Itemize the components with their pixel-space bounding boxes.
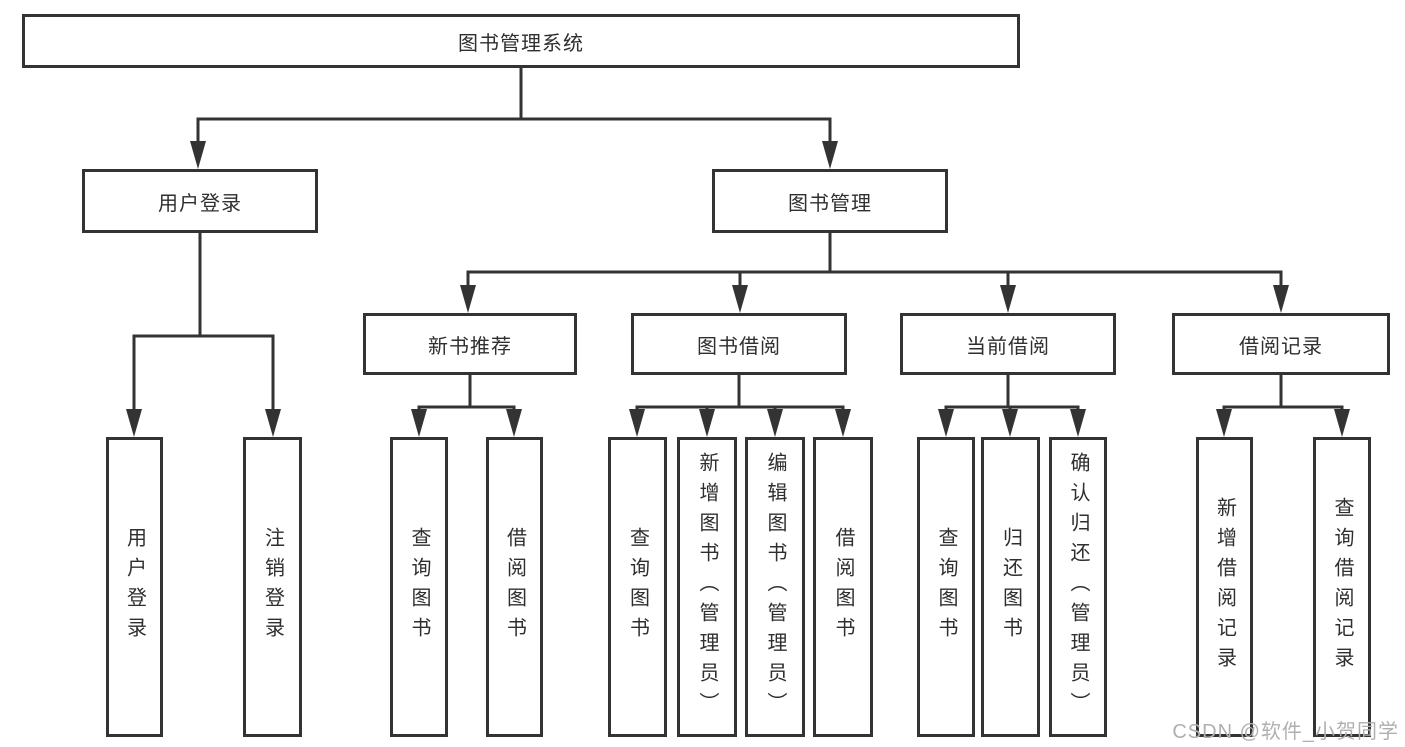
leaf-add-borrow-record: 新增借阅记录 [1196, 437, 1253, 737]
leaf-user-login: 用户登录 [106, 437, 163, 737]
leaf-edit-books-admin: 编辑图书（管理员） [745, 437, 805, 737]
leaf-add-books-admin: 新增图书（管理员） [677, 437, 737, 737]
leaf-borrow-books-borrowing: 借阅图书 [813, 437, 873, 737]
leaf-query-borrow-record: 查询借阅记录 [1313, 437, 1371, 737]
leaf-query-books-current: 查询图书 [917, 437, 975, 737]
node-new-book-recommendation: 新书推荐 [363, 313, 577, 375]
leaf-query-books-borrowing: 查询图书 [608, 437, 667, 737]
node-library-management-system: 图书管理系统 [22, 14, 1020, 68]
leaf-return-books: 归还图书 [981, 437, 1040, 737]
leaf-query-books-recommend: 查询图书 [390, 437, 448, 737]
node-book-management: 图书管理 [712, 169, 948, 233]
leaf-borrow-books-recommend: 借阅图书 [486, 437, 543, 737]
leaf-confirm-return-admin: 确认归还（管理员） [1049, 437, 1107, 737]
watermark: CSDN @软件_小贺同学 [1172, 721, 1399, 743]
leaf-logout-login: 注销登录 [243, 437, 302, 737]
node-current-borrowing: 当前借阅 [900, 313, 1116, 375]
node-book-borrowing: 图书借阅 [631, 313, 847, 375]
node-user-login: 用户登录 [82, 169, 318, 233]
node-borrowing-records: 借阅记录 [1172, 313, 1390, 375]
arrowhead-icons [126, 141, 1350, 437]
